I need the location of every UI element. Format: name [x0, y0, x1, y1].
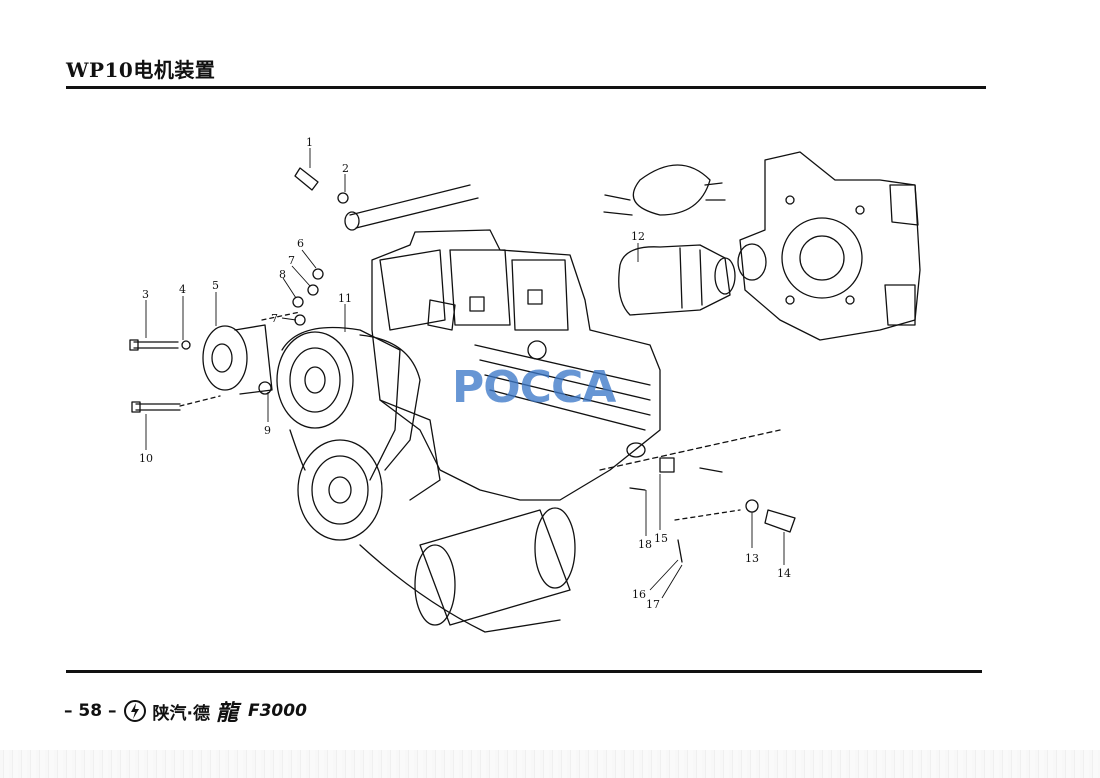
bolt-parts [129, 339, 221, 413]
callout-label: 1 [306, 136, 313, 149]
engine-block [371, 229, 661, 501]
callout-label: 9 [264, 424, 271, 437]
callout-label: 10 [139, 452, 153, 465]
page-number: – 58 – [64, 701, 117, 721]
callout-label: 17 [646, 598, 660, 611]
pulley-assembly [276, 326, 441, 541]
callout-labels: 1 2 3 4 5 6 7 8 7 9 10 11 12 13 14 15 16… [139, 136, 791, 611]
sensor-part [294, 167, 349, 204]
watermark-text: POCCA [452, 362, 616, 413]
callout-label: 7 [288, 254, 295, 267]
pipe-part [344, 184, 479, 231]
brand-dragon-glyph: 龍 [215, 700, 238, 726]
callout-label: 8 [279, 268, 286, 281]
footer-rule [66, 670, 982, 673]
callout-label: 16 [632, 588, 646, 601]
sensor-hardware [599, 429, 796, 563]
callout-label: 3 [142, 288, 149, 301]
shaanxi-logo-icon [123, 700, 146, 722]
callout-label: 18 [638, 538, 652, 551]
filter-canister-part [359, 507, 576, 633]
alternator-part [202, 324, 273, 395]
scan-edge-strip [0, 750, 1100, 778]
callout-label: 6 [297, 237, 304, 250]
header-rule [66, 86, 986, 89]
callout-label: 15 [654, 532, 668, 545]
callout-label: 5 [212, 279, 219, 292]
page-footer: – 58 – 陕汽·德 龍 F3000 [64, 696, 307, 726]
callout-label: 11 [338, 292, 352, 305]
callout-label: 14 [777, 567, 791, 580]
page-title: WP10电机装置 [66, 58, 216, 82]
callout-label: 2 [342, 162, 349, 175]
flywheel-housing-part [737, 151, 921, 341]
model-name: F3000 [247, 701, 307, 721]
callout-label: 12 [631, 230, 645, 243]
starter-motor-part [603, 164, 736, 316]
callout-label: 13 [745, 552, 759, 565]
callout-label: 7 [271, 312, 278, 325]
callout-label: 4 [179, 283, 186, 296]
brand-name: 陕汽·德 [152, 703, 210, 724]
